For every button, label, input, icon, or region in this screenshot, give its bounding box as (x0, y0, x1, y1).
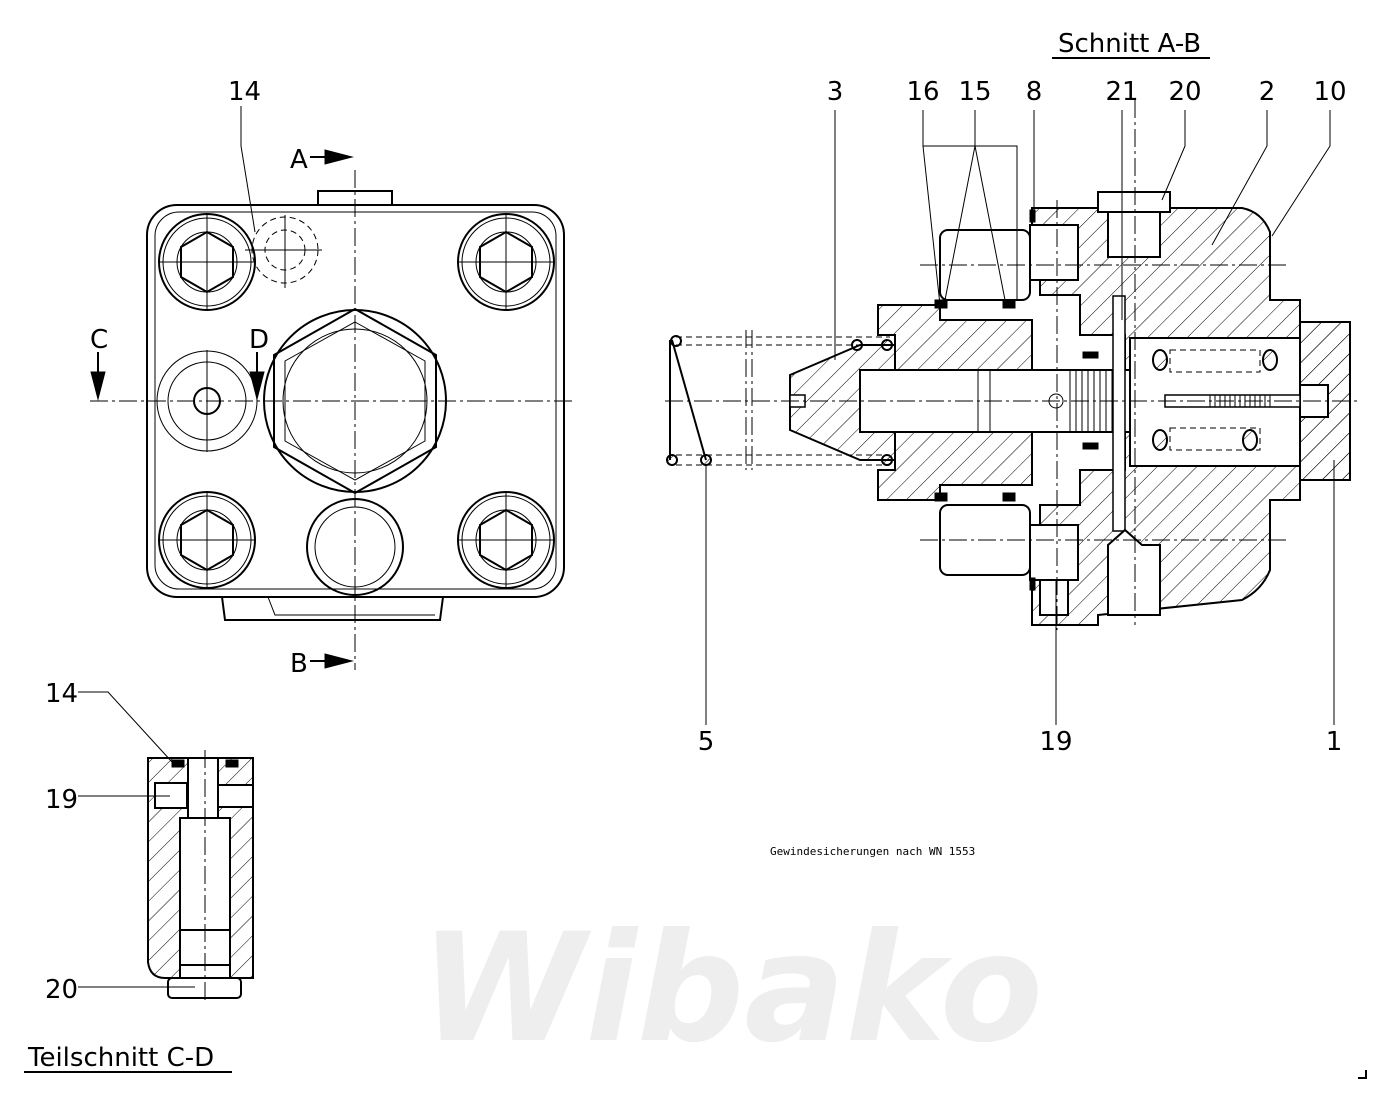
callout-15: 15 (958, 77, 991, 107)
callout-20: 20 (1168, 77, 1201, 107)
vertical-passage (1112, 295, 1126, 532)
svg-text:C: C (90, 325, 108, 355)
section-ab-title: Schnitt A-B (1058, 29, 1201, 59)
leader-line (240, 106, 256, 233)
callout-21: 21 (1105, 77, 1138, 107)
callout-16: 16 (906, 77, 939, 107)
check-valve-8-bottom (1029, 524, 1079, 581)
callout-10: 10 (1313, 77, 1346, 107)
watermark: Wibako (420, 902, 1043, 1076)
external-spring-5 (666, 330, 893, 470)
section-marker-d: D (249, 325, 269, 401)
svg-text:D: D (249, 325, 269, 355)
svg-text:B: B (290, 649, 308, 679)
bottom-callouts: 5 19 1 (698, 460, 1343, 757)
check-valve-8-top (1029, 224, 1079, 281)
plug-19 (1039, 579, 1069, 616)
bottom-tab-inner (267, 596, 435, 616)
hidden-port (245, 215, 322, 288)
front-view: A B C D 14 (90, 77, 575, 679)
callout-19: 19 (1039, 727, 1072, 757)
top-tab (317, 190, 393, 205)
callout-20-cd: 20 (45, 975, 78, 1005)
section-marker-a: A (290, 145, 354, 175)
callout-3: 3 (827, 77, 844, 107)
top-callouts: 3 16 15 8 21 20 2 10 (827, 77, 1347, 360)
section-cd-title: Teilschnitt C-D (27, 1043, 214, 1073)
frame-corner-mark (1358, 1070, 1367, 1079)
callout-14-front: 14 (228, 77, 261, 107)
vertical-bore (187, 757, 219, 819)
section-marker-b: B (290, 649, 354, 679)
section-marker-c: C (90, 325, 108, 401)
callout-1: 1 (1326, 727, 1343, 757)
plug-20-top (1097, 191, 1171, 213)
callout-2: 2 (1259, 77, 1276, 107)
o-ring-seals (934, 209, 1099, 591)
bottom-tab (221, 596, 444, 621)
inner-spring (1152, 349, 1278, 451)
svg-text:A: A (290, 145, 308, 175)
callout-14-cd: 14 (45, 679, 78, 709)
callout-5: 5 (698, 727, 715, 757)
callout-8: 8 (1026, 77, 1043, 107)
section-ab: Schnitt A-B (665, 29, 1360, 757)
section-cd: 14 19 20 Teilschnitt C-D (24, 679, 254, 1073)
callout-19-cd: 19 (45, 785, 78, 815)
thread-locking-note: Gewindesicherungen nach WN 1553 (770, 845, 975, 858)
plug-bottom (1107, 528, 1161, 616)
leader-14 (78, 691, 173, 763)
